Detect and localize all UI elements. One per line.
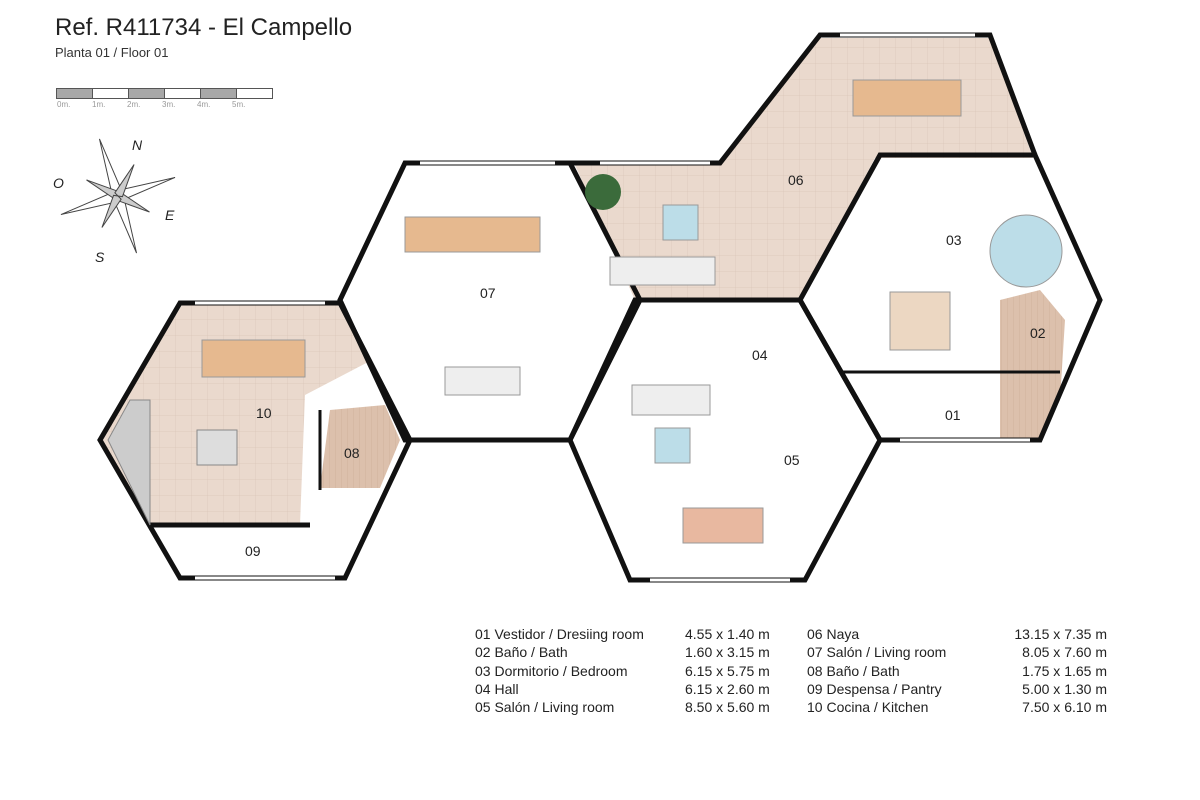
legend-row: 06 Naya 13.15 x 7.35 m: [807, 625, 1107, 643]
legend-row: 10 Cocina / Kitchen 7.50 x 6.10 m: [807, 698, 1107, 716]
legend-room-size: 4.55 x 1.40 m: [685, 626, 770, 642]
compass-o: O: [53, 175, 64, 191]
room-label-06: 06: [788, 172, 804, 188]
scale-bar: [56, 88, 273, 99]
legend-room-size: 8.50 x 5.60 m: [685, 699, 770, 716]
legend-row: 02 Baño / Bath 1.60 x 3.15 m: [475, 643, 770, 661]
sofa-07: [444, 366, 521, 396]
legend-row: 08 Baño / Bath 1.75 x 1.65 m: [807, 662, 1107, 680]
room-label-08: 08: [344, 445, 360, 461]
coffee-table-05: [654, 427, 691, 464]
legend-room-name: 08 Baño / Bath: [807, 662, 900, 679]
legend-room-size: 5.00 x 1.30 m: [1022, 680, 1107, 697]
bed: [889, 291, 951, 351]
room-label-04: 04: [752, 347, 768, 363]
legend-room-name: 09 Despensa / Pantry: [807, 680, 942, 697]
legend-room-name: 04 Hall: [475, 680, 519, 697]
compass-rose-icon: [60, 138, 176, 254]
room-label-03: 03: [946, 232, 962, 248]
dining-table-06: [852, 79, 962, 117]
scale-label: 4m.: [197, 100, 211, 109]
legend-row: 09 Despensa / Pantry 5.00 x 1.30 m: [807, 680, 1107, 698]
room-label-07: 07: [480, 285, 496, 301]
legend-room-size: 6.15 x 5.75 m: [685, 662, 770, 679]
legend-row: 03 Dormitorio / Bedroom 6.15 x 5.75 m: [475, 662, 770, 680]
page-title: Ref. R411734 - El Campello: [55, 14, 353, 41]
room-legend-left: 01 Vestidor / Dresiing room 4.55 x 1.40 m…: [475, 625, 770, 716]
room-label-10: 10: [256, 405, 272, 421]
legend-room-name: 06 Naya: [807, 626, 860, 642]
compass-e: E: [165, 207, 175, 223]
legend-room-name: 03 Dormitorio / Bedroom: [475, 662, 628, 679]
legend-room-size: 1.75 x 1.65 m: [1022, 662, 1107, 679]
legend-room-size: 1.60 x 3.15 m: [685, 644, 770, 661]
scale-label: 3m.: [162, 100, 176, 109]
sofa-05: [631, 384, 711, 416]
legend-room-name: 02 Baño / Bath: [475, 644, 568, 661]
floor-subtitle: Planta 01 / Floor 01: [55, 45, 169, 60]
sofa-06: [609, 256, 716, 286]
room-label-05: 05: [784, 452, 800, 468]
windows: [195, 33, 1030, 582]
dining-table-10: [201, 339, 306, 378]
bath-08-floor: [320, 405, 400, 488]
compass-s: S: [95, 249, 105, 265]
legend-room-size: 7.50 x 6.10 m: [1022, 699, 1107, 716]
scale-label: 5m.: [232, 100, 246, 109]
room-legend-right: 06 Naya 13.15 x 7.35 m 07 Salón / Living …: [807, 625, 1107, 716]
legend-row: 04 Hall 6.15 x 2.60 m: [475, 680, 770, 698]
jacuzzi: [989, 214, 1063, 288]
dining-table-05: [682, 507, 764, 544]
dining-table-07: [404, 216, 541, 253]
legend-row: 05 Salón / Living room 8.50 x 5.60 m: [475, 698, 770, 716]
legend-room-name: 07 Salón / Living room: [807, 644, 947, 661]
scale-label: 0m.: [57, 100, 71, 109]
legend-room-size: 13.15 x 7.35 m: [1014, 626, 1107, 642]
scale-label: 2m.: [127, 100, 141, 109]
plant-icon: [585, 174, 621, 210]
compass-n: N: [132, 137, 143, 153]
legend-room-name: 05 Salón / Living room: [475, 699, 615, 716]
coffee-table-06: [662, 204, 699, 241]
room-label-09: 09: [245, 543, 261, 559]
legend-room-size: 6.15 x 2.60 m: [685, 680, 770, 697]
cooktop: [196, 429, 238, 466]
legend-room-name: 10 Cocina / Kitchen: [807, 699, 929, 716]
legend-row: 01 Vestidor / Dresiing room 4.55 x 1.40 m: [475, 625, 770, 643]
legend-row: 07 Salón / Living room 8.05 x 7.60 m: [807, 643, 1107, 661]
room-label-01: 01: [945, 407, 961, 423]
bath-02-floor: [1000, 290, 1065, 440]
room-label-02: 02: [1030, 325, 1046, 341]
legend-room-name: 01 Vestidor / Dresiing room: [475, 626, 644, 642]
scale-label: 1m.: [92, 100, 106, 109]
kitchen-counter: [107, 399, 151, 526]
legend-room-size: 8.05 x 7.60 m: [1022, 644, 1107, 661]
